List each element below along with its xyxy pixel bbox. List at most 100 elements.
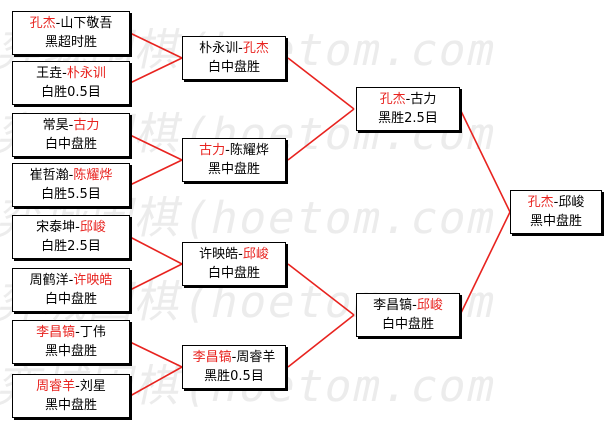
separator: - [68, 273, 74, 288]
separator: - [405, 92, 411, 107]
match-result: 白中盘胜 [44, 292, 97, 307]
player-name: 陈耀烨 [229, 143, 269, 158]
connector-line [129, 57, 183, 84]
player-name: 陈耀烨 [73, 168, 113, 183]
match-players: 周鹤洋-许映皓 [13, 271, 129, 290]
connector-line [129, 263, 183, 291]
match-box-round1: 王垚-朴永训 白胜0.5目 [12, 61, 130, 105]
match-box-round3: 李昌镐-邱峻 白中盘胜 [356, 293, 460, 337]
match-result: 黑中盘胜 [207, 162, 260, 177]
connector-line [287, 263, 355, 316]
match-players: 李昌镐-周睿羊 [183, 348, 285, 367]
player-name: 朴永训 [66, 66, 106, 81]
match-box-round3: 孔杰-古力 黑胜2.5目 [356, 87, 460, 131]
separator: - [225, 143, 230, 158]
match-box-final: 孔杰-邱峻 黑中盘胜 [510, 190, 602, 234]
separator: - [75, 220, 80, 235]
player-name: 王垚 [36, 66, 63, 81]
match-result: 白中盘胜 [207, 60, 260, 75]
player-name: 孔杰 [29, 16, 56, 31]
connector-line [129, 341, 183, 368]
match-box-round2: 朴永训-孔杰 白中盘胜 [182, 36, 286, 80]
match-box-round1: 崔哲瀚-陈耀烨 白胜5.5目 [12, 163, 130, 207]
separator: - [412, 298, 417, 313]
match-players: 孔杰-古力 [357, 90, 459, 109]
player-name: 邱峻 [416, 298, 443, 313]
match-result: 黑中盘胜 [44, 398, 97, 413]
match-box-round2: 许映皓-邱峻 白中盘胜 [182, 242, 286, 286]
player-name: 邱峻 [242, 247, 269, 262]
connector-line [129, 159, 183, 186]
match-players: 孔杰-山下敬吾 [13, 14, 129, 33]
player-name: 山下敬吾 [60, 16, 113, 31]
separator: - [75, 325, 80, 340]
separator: - [62, 66, 67, 81]
separator: - [238, 247, 243, 262]
match-players: 王垚-朴永训 [13, 64, 129, 83]
player-name: 古力 [199, 143, 226, 158]
player-name: 孔杰 [527, 195, 554, 210]
player-name: 李昌镐 [373, 298, 413, 313]
match-result: 白胜2.5目 [41, 239, 101, 254]
player-name: 许映皓 [73, 273, 113, 288]
separator: - [231, 350, 237, 365]
match-box-round2: 李昌镐-周睿羊 黑胜0.5目 [182, 345, 286, 389]
match-players: 孔杰-邱峻 [511, 193, 601, 212]
player-name: 孔杰 [242, 41, 269, 56]
match-result: 白胜5.5目 [41, 187, 101, 202]
separator: - [68, 168, 74, 183]
player-name: 孔杰 [379, 92, 406, 107]
match-result: 黑胜2.5目 [378, 111, 438, 126]
match-players: 李昌镐-邱峻 [357, 296, 459, 315]
connector-line [459, 108, 511, 213]
connector-line [129, 366, 183, 397]
connector-line [459, 211, 511, 316]
player-name: 李昌镐 [36, 325, 76, 340]
player-name: 李昌镐 [192, 350, 232, 365]
player-name: 朴永训 [199, 41, 239, 56]
player-name: 周睿羊 [236, 350, 276, 365]
player-name: 周鹤洋 [29, 273, 69, 288]
player-name: 丁伟 [79, 325, 106, 340]
player-name: 许映皓 [199, 247, 239, 262]
player-name: 刘星 [79, 379, 106, 394]
match-players: 许映皓-邱峻 [183, 245, 285, 264]
match-players: 崔哲瀚-陈耀烨 [13, 166, 129, 185]
connector-line [287, 314, 355, 368]
separator: - [55, 16, 61, 31]
separator: - [75, 379, 80, 394]
match-box-round1: 常昊-古力 白中盘胜 [12, 113, 130, 157]
connector-line [129, 134, 183, 161]
match-result: 白中盘胜 [381, 317, 434, 332]
separator: - [238, 41, 243, 56]
match-result: 白胜0.5目 [41, 85, 101, 100]
connector-line [287, 57, 355, 110]
match-players: 常昊-古力 [13, 116, 129, 135]
separator: - [68, 118, 74, 133]
player-name: 宋泰坤 [36, 220, 76, 235]
player-name: 崔哲瀚 [29, 168, 69, 183]
player-name: 周睿羊 [36, 379, 76, 394]
match-result: 黑中盘胜 [44, 344, 97, 359]
match-result: 黑超时胜 [44, 35, 97, 50]
player-name: 常昊 [42, 118, 69, 133]
connector-line [129, 236, 183, 265]
match-players: 古力-陈耀烨 [183, 141, 285, 160]
connector-line [129, 32, 183, 59]
match-box-round1: 孔杰-山下敬吾 黑超时胜 [12, 11, 130, 55]
match-result: 黑中盘胜 [529, 214, 582, 229]
player-name: 邱峻 [558, 195, 585, 210]
player-name: 古力 [73, 118, 100, 133]
match-box-round1: 宋泰坤-邱峻 白胜2.5目 [12, 215, 130, 259]
player-name: 古力 [410, 92, 437, 107]
separator: - [553, 195, 559, 210]
match-result: 白中盘胜 [207, 266, 260, 281]
connector-line [287, 108, 355, 161]
match-players: 李昌镐-丁伟 [13, 323, 129, 342]
match-box-round1: 李昌镐-丁伟 黑中盘胜 [12, 320, 130, 364]
match-box-round2: 古力-陈耀烨 黑中盘胜 [182, 138, 286, 182]
match-players: 宋泰坤-邱峻 [13, 218, 129, 237]
match-box-round1: 周睿羊-刘星 黑中盘胜 [12, 374, 130, 418]
player-name: 邱峻 [79, 220, 106, 235]
match-result: 黑胜0.5目 [204, 369, 264, 384]
